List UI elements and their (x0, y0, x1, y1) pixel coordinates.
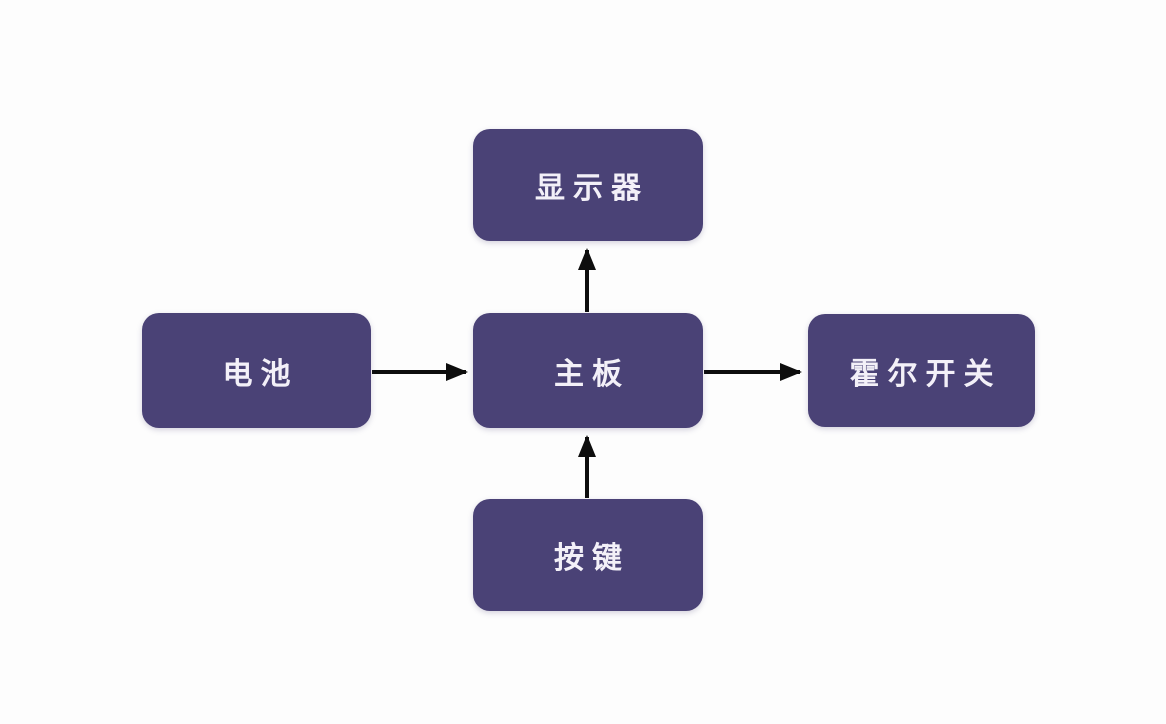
node-display: 显示器 (473, 129, 703, 241)
node-buttons-label: 按键 (554, 542, 630, 575)
node-display-label: 显示器 (535, 172, 649, 205)
node-battery-label: 电池 (222, 357, 299, 391)
node-mainboard-label: 主板 (554, 357, 630, 391)
node-battery: 电池 (142, 313, 371, 428)
node-mainboard: 主板 (473, 313, 703, 428)
node-hall-switch: 霍尔开关 (808, 314, 1035, 427)
node-buttons: 按键 (473, 499, 703, 611)
node-hall-switch-label: 霍尔开关 (849, 357, 1002, 391)
